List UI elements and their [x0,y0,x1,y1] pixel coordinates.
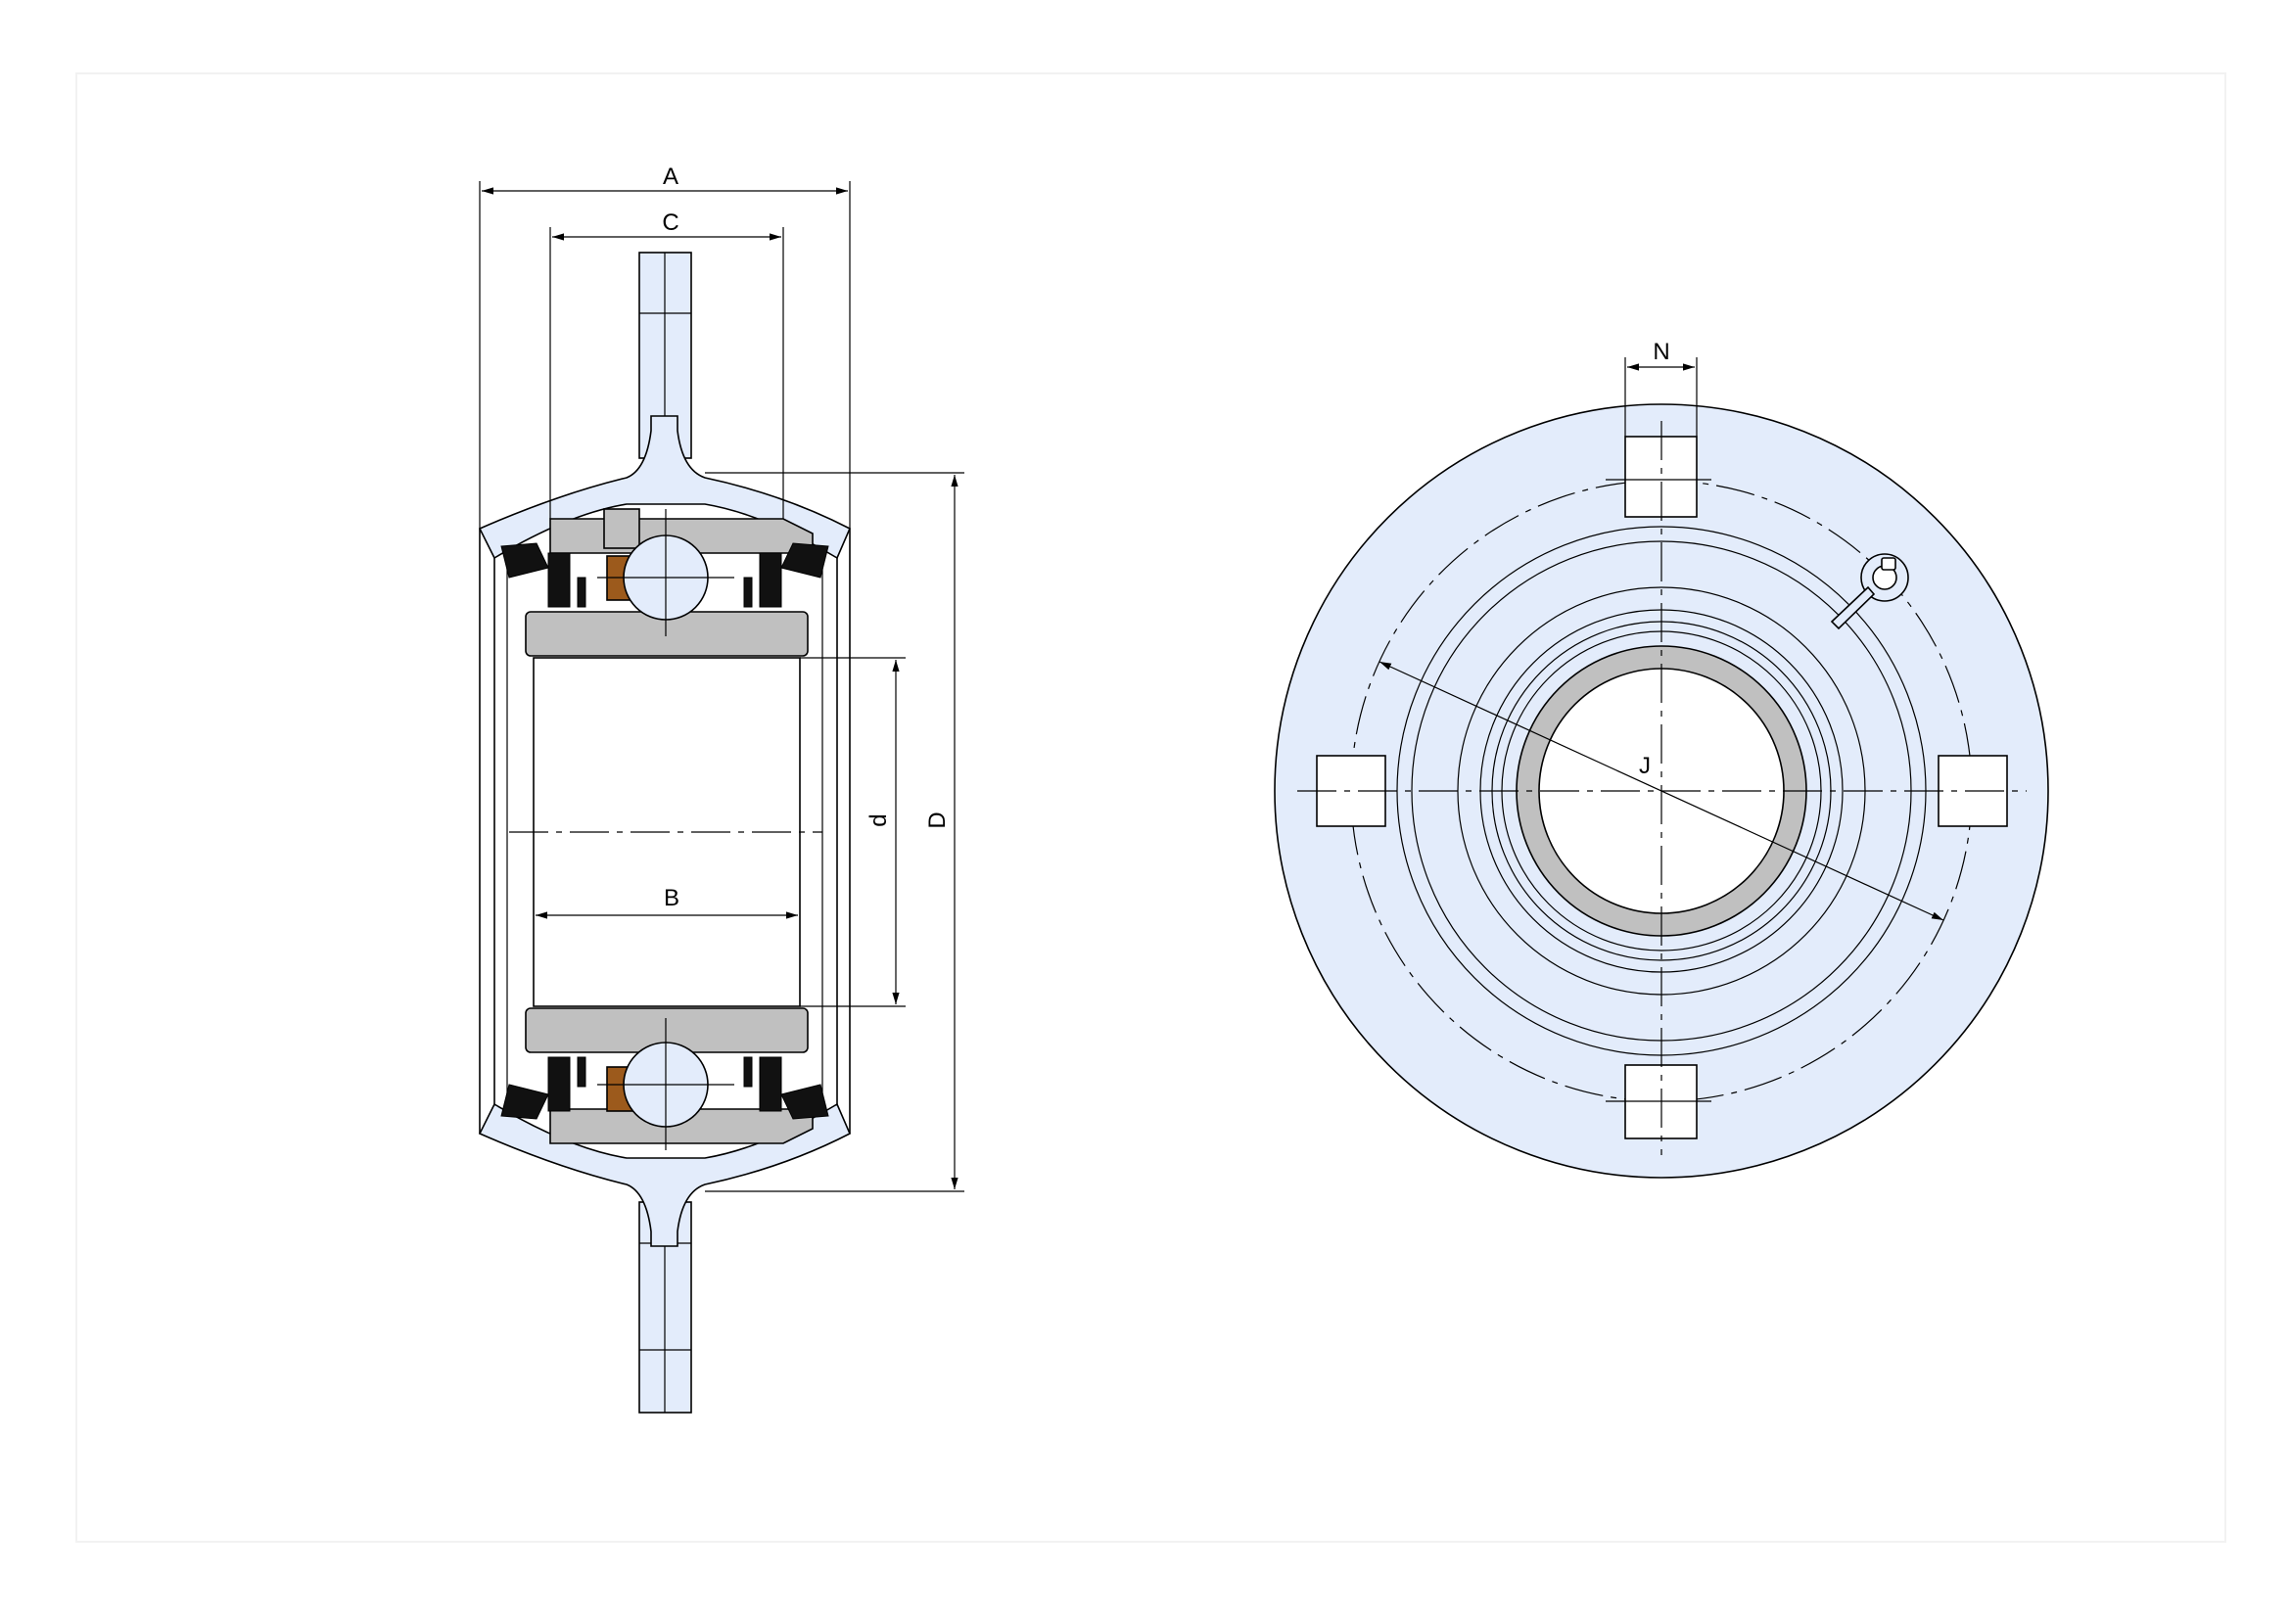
dim-C-label: C [662,209,678,236]
dim-D-label: D [924,812,951,828]
front-view: N J [1274,339,2049,1179]
dim-J-label: J [1639,753,1651,779]
housing-upper [478,415,852,560]
dim-B-label: B [664,885,679,911]
dim-N-label: N [1653,339,1669,365]
seal-top-left [500,542,549,579]
outer-ring-bottom [549,1108,814,1144]
side-section-view: A C B d D [478,163,964,1414]
housing-lower [478,1102,852,1247]
dim-A-label: A [663,163,678,190]
sheet-frame [75,72,2226,1543]
dim-d-label: d [865,813,892,826]
seal-bottom-left [500,1084,549,1120]
